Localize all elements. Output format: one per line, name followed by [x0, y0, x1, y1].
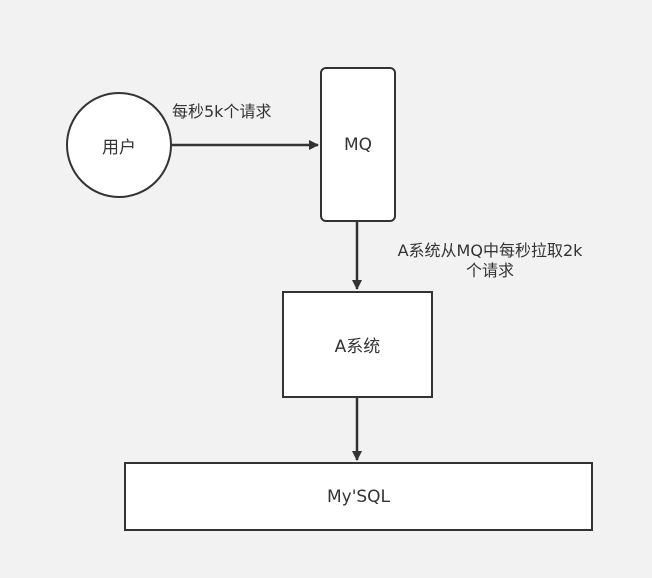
edge-label-mq-to-a-line2: 个请求 [465, 261, 514, 280]
node-user-label: 用户 [102, 137, 136, 158]
edge-label-mq-to-a-line1: A系统从MQ中每秒拉取2k [397, 241, 583, 260]
node-a-system[interactable]: A系统 [282, 291, 433, 398]
node-mq[interactable]: MQ [320, 67, 396, 222]
node-mysql-label: My'SQL [326, 486, 391, 507]
edge-label-user-to-mq: 每秒5k个请求 [172, 102, 272, 121]
edge-label-mq-to-a-system: A系统从MQ中每秒拉取2k 个请求 [372, 241, 608, 281]
node-mq-label: MQ [343, 134, 373, 155]
node-a-system-label: A系统 [334, 337, 381, 357]
node-user[interactable]: 用户 [66, 92, 172, 198]
node-mysql[interactable]: My'SQL [124, 462, 593, 531]
